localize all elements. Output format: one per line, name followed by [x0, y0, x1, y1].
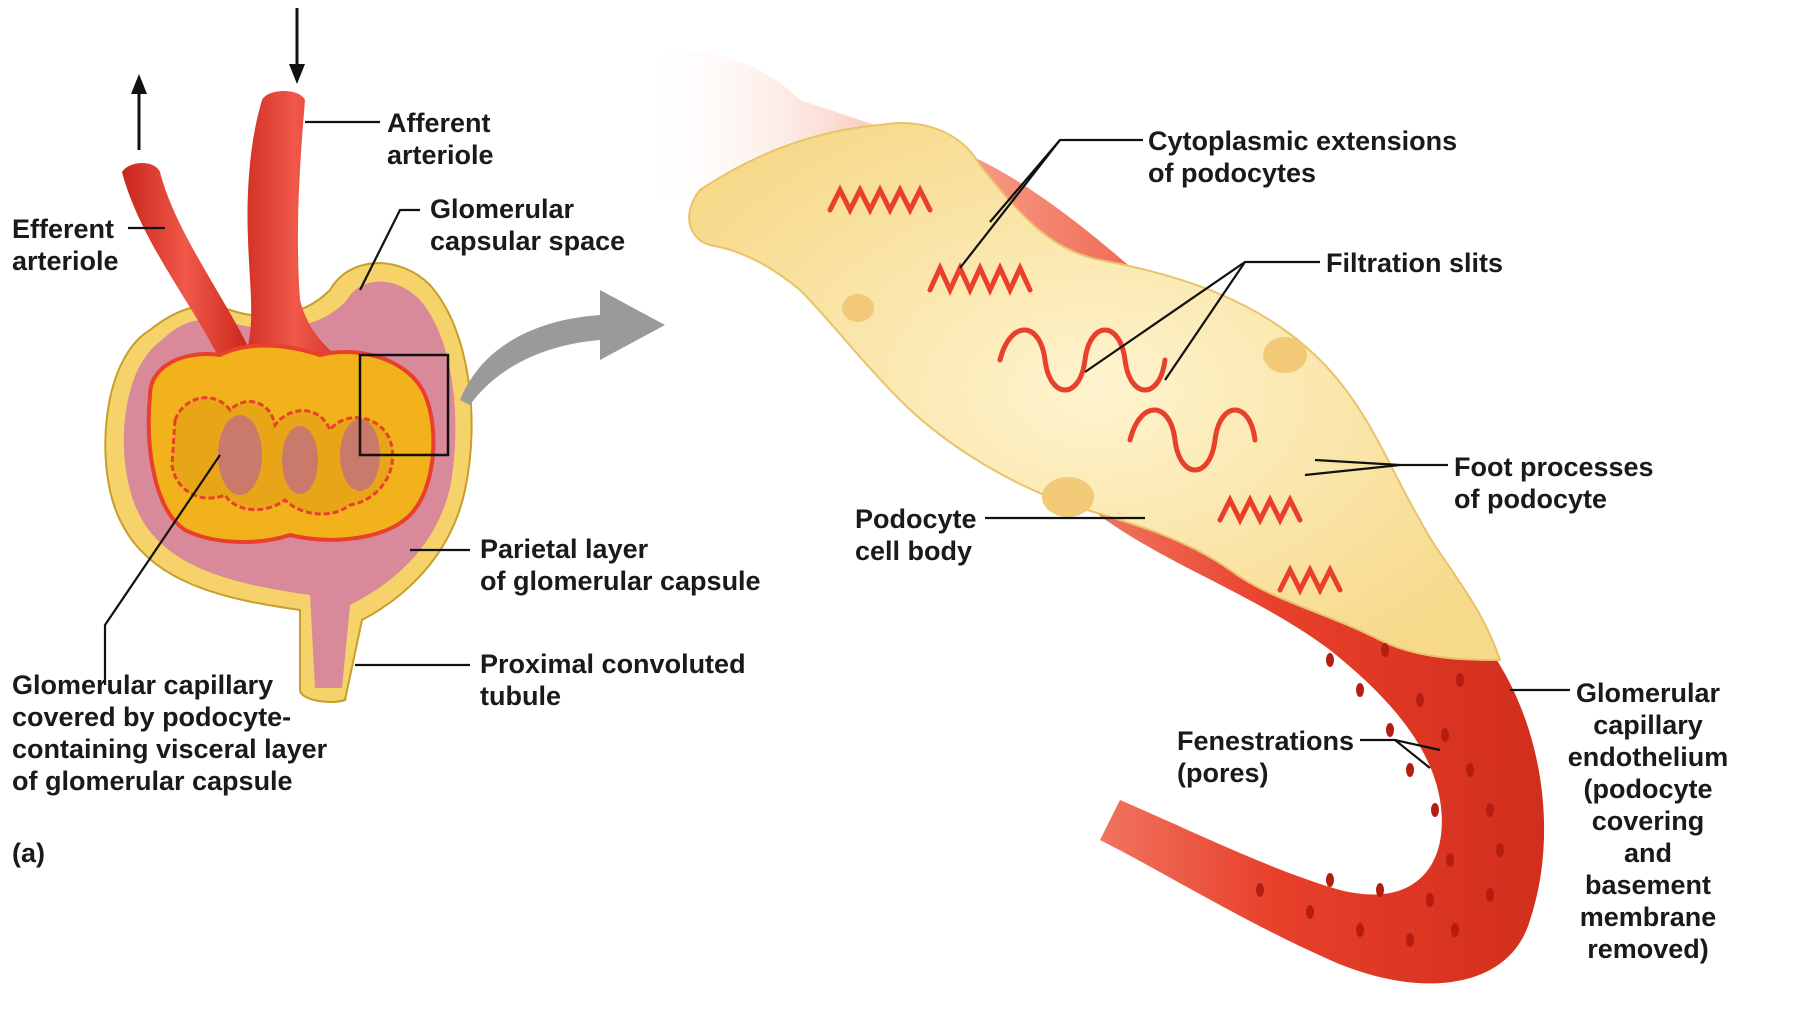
label-parietal-layer: Parietal layer of glomerular capsule: [480, 534, 761, 596]
podocyte-blob: [1263, 337, 1307, 373]
svg-text:removed): removed): [1587, 934, 1709, 964]
label-filtration-slits: Filtration slits: [1326, 248, 1503, 278]
label-proximal-convoluted-tubule: Proximal convoluted tubule: [480, 649, 746, 711]
svg-text:arteriole: arteriole: [12, 246, 119, 276]
svg-text:of glomerular capsule: of glomerular capsule: [480, 566, 761, 596]
label-glomerular-capillary-covered: Glomerular capillary covered by podocyte…: [12, 670, 328, 796]
efferent-flow-arrow: [131, 74, 147, 150]
glomerulus-illustration: [105, 8, 665, 702]
svg-text:Glomerular: Glomerular: [1576, 678, 1721, 708]
svg-text:capillary: capillary: [1593, 710, 1703, 740]
podocyte-body: [689, 123, 1500, 660]
svg-text:Fenestrations: Fenestrations: [1177, 726, 1354, 756]
magnify-arrow: [460, 290, 665, 405]
label-glomerular-capsular-space: Glomerular capsular space: [430, 194, 625, 256]
label-glomerular-capillary-endothelium: Glomerular capillary endothelium (podocy…: [1568, 678, 1729, 964]
svg-text:of glomerular capsule: of glomerular capsule: [12, 766, 293, 796]
label-afferent-arteriole: Afferent arteriole: [387, 108, 494, 170]
svg-text:Podocyte: Podocyte: [855, 504, 977, 534]
svg-text:(podocyte: (podocyte: [1583, 774, 1712, 804]
label-cytoplasmic-extensions: Cytoplasmic extensions of podocytes: [1148, 126, 1457, 188]
afferent-flow-arrow: [289, 8, 305, 84]
svg-text:Afferent: Afferent: [387, 108, 491, 138]
svg-text:Glomerular capillary: Glomerular capillary: [12, 670, 273, 700]
svg-text:Parietal layer: Parietal layer: [480, 534, 649, 564]
label-podocyte-cell-body: Podocyte cell body: [855, 504, 977, 566]
svg-text:Filtration slits: Filtration slits: [1326, 248, 1503, 278]
svg-text:endothelium: endothelium: [1568, 742, 1729, 772]
svg-text:containing visceral layer: containing visceral layer: [12, 734, 328, 764]
svg-text:basement: basement: [1585, 870, 1711, 900]
podocyte-blob: [1042, 477, 1094, 517]
svg-text:covered by podocyte-: covered by podocyte-: [12, 702, 291, 732]
svg-text:cell body: cell body: [855, 536, 972, 566]
svg-text:and: and: [1624, 838, 1672, 868]
svg-text:tubule: tubule: [480, 681, 561, 711]
panel-label: (a): [12, 838, 45, 868]
svg-text:Proximal convoluted: Proximal convoluted: [480, 649, 746, 679]
svg-text:Cytoplasmic extensions: Cytoplasmic extensions: [1148, 126, 1457, 156]
svg-text:of podocyte: of podocyte: [1454, 484, 1607, 514]
svg-text:covering: covering: [1592, 806, 1705, 836]
glomerular-capillary-tuft: [149, 346, 434, 542]
label-efferent-arteriole: Efferent arteriole: [12, 214, 119, 276]
svg-text:arteriole: arteriole: [387, 140, 494, 170]
svg-text:membrane: membrane: [1580, 902, 1717, 932]
svg-text:(pores): (pores): [1177, 758, 1269, 788]
svg-text:Efferent: Efferent: [12, 214, 114, 244]
podocyte-blob: [842, 294, 874, 322]
svg-text:capsular space: capsular space: [430, 226, 625, 256]
label-foot-processes: Foot processes of podocyte: [1454, 452, 1654, 514]
label-fenestrations: Fenestrations (pores): [1177, 726, 1354, 788]
svg-text:of podocytes: of podocytes: [1148, 158, 1316, 188]
svg-text:Foot processes: Foot processes: [1454, 452, 1654, 482]
svg-text:Glomerular: Glomerular: [430, 194, 575, 224]
